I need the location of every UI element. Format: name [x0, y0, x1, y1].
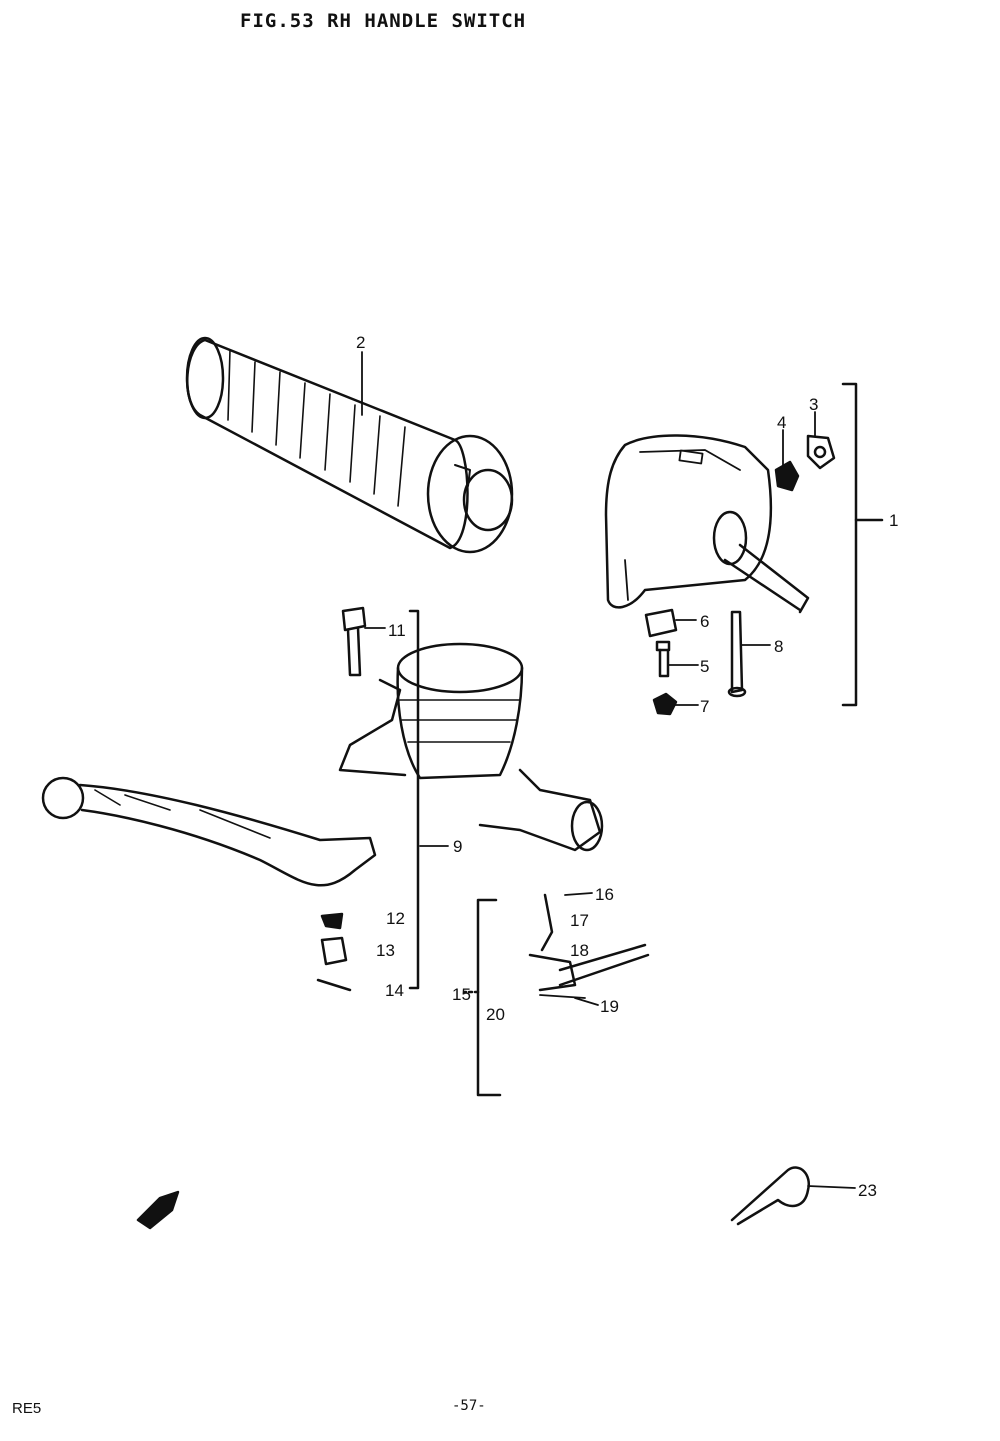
- callout-18: 18: [570, 941, 589, 960]
- figure-title: FIG.53 RH HANDLE SWITCH: [240, 10, 527, 32]
- callout-13: 13: [376, 941, 395, 960]
- direction-arrow-icon: [136, 1190, 180, 1230]
- bolt-part-11[interactable]: [341, 606, 367, 677]
- callout-12: 12: [386, 909, 405, 928]
- callout-14: 14: [385, 981, 404, 1000]
- throttle-grip-part[interactable]: [185, 336, 514, 554]
- callout-4: 4: [777, 413, 786, 432]
- callout-3: 3: [809, 395, 818, 414]
- callout-6: 6: [700, 612, 709, 631]
- screw-part-5[interactable]: [655, 640, 671, 678]
- clip-part-14[interactable]: [316, 978, 352, 992]
- footer-model-code: RE5: [12, 1400, 42, 1417]
- callout-11: 11: [388, 621, 406, 640]
- nut-part-13[interactable]: [320, 936, 348, 966]
- master-cylinder-part[interactable]: [338, 642, 604, 852]
- washer-part-7[interactable]: [652, 692, 678, 716]
- callout-16: 16: [595, 885, 614, 904]
- pivot-bolt-part-12[interactable]: [320, 912, 344, 930]
- nut-part-6[interactable]: [644, 608, 678, 638]
- callout-5: 5: [700, 657, 709, 676]
- page-number: -57-: [452, 1398, 486, 1414]
- callout-15: 15: [452, 985, 471, 1004]
- callout-17: 17: [570, 911, 589, 930]
- brake-light-switch-part[interactable]: [528, 893, 650, 999]
- callout-2: 2: [356, 333, 365, 352]
- group-bracket-1: [841, 382, 884, 707]
- callout-19: 19: [600, 997, 619, 1016]
- callout-labels: 1 2 3 4 5 6 7 8 9 11 12 13 14 15 16 17 1…: [356, 333, 898, 1200]
- leader-lines: [361, 351, 856, 1189]
- callout-9: 9: [453, 837, 462, 856]
- switch-housing-part[interactable]: [604, 434, 810, 614]
- group-bracket-9: [408, 609, 420, 990]
- callout-7: 7: [700, 697, 709, 716]
- cable-clamp-part-23[interactable]: [730, 1166, 811, 1226]
- small-screw-part-3[interactable]: [806, 434, 836, 470]
- group-bracket-15: [463, 898, 502, 1097]
- callout-23: 23: [858, 1181, 877, 1200]
- screw-part-8[interactable]: [727, 610, 747, 698]
- brake-lever-part[interactable]: [41, 776, 377, 887]
- callout-8: 8: [774, 637, 783, 656]
- callout-20: 20: [486, 1005, 505, 1024]
- callout-1: 1: [889, 511, 898, 530]
- grommet-part-4[interactable]: [774, 460, 800, 492]
